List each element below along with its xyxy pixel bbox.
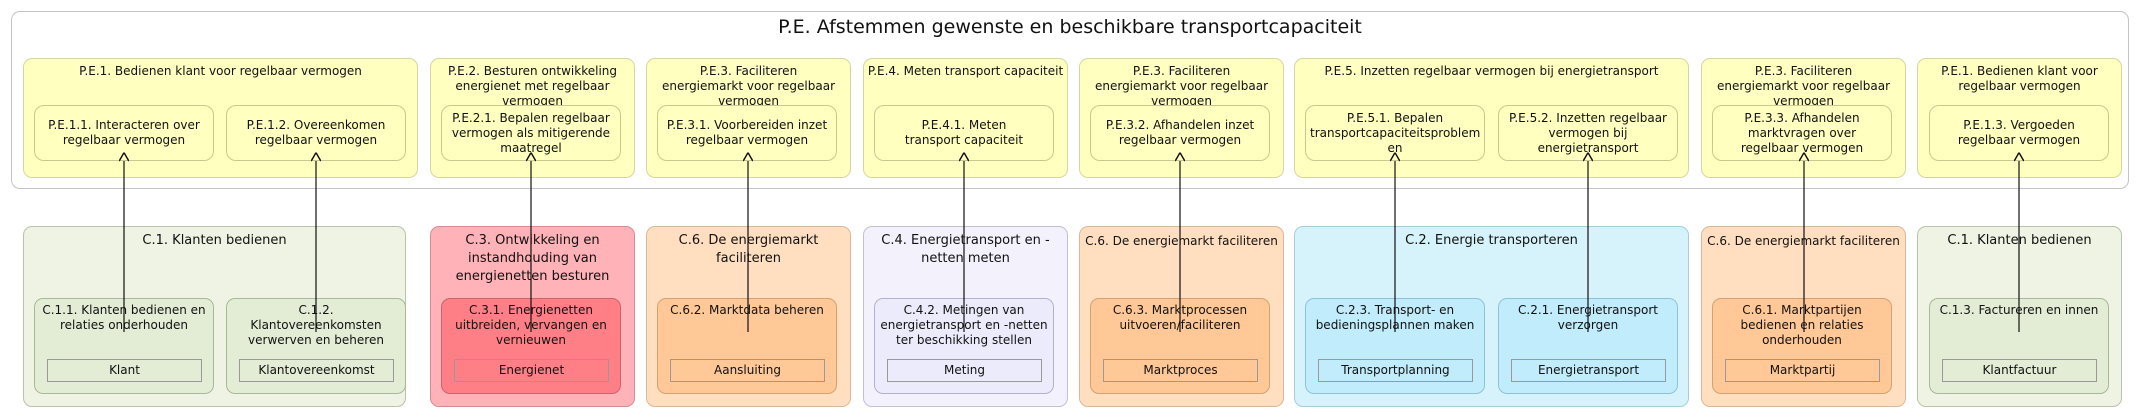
capability-label: C.2.3. Transport- en bedieningsplannen m…	[1315, 303, 1475, 332]
entity-aansluiting[interactable]: Aansluiting	[670, 359, 825, 382]
entity-transportplanning[interactable]: Transportplanning	[1318, 359, 1473, 382]
capability-label: C.1.1. Klanten bedienen en relaties onde…	[42, 303, 206, 332]
pe-group-label: P.E.2. Besturen ontwikkeling energienet …	[447, 64, 618, 108]
pe-process-label: P.E.5.1. Bepalen transportcapaciteitspro…	[1310, 111, 1481, 155]
entity-energienet[interactable]: Energienet	[454, 359, 609, 382]
entity-meting[interactable]: Meting	[887, 359, 1042, 382]
pe-group-label: P.E.4. Meten transport capaciteit	[867, 64, 1064, 78]
capability-c2-3[interactable]: C.2.3. Transport- en bedieningsplannen m…	[1305, 298, 1485, 394]
capability-c1-3[interactable]: C.1.3. Factureren en innen Klantfactuur	[1929, 298, 2109, 394]
pe-process-label: P.E.1.2. Overeenkomen regelbaar vermogen	[246, 118, 386, 147]
capability-group-label: C.3. Ontwikkeling en instandhouding van …	[455, 233, 610, 284]
capability-group-label: C.1. Klanten bedienen	[142, 233, 287, 248]
pe-group-label: P.E.3. Faciliteren energiemarkt voor reg…	[661, 64, 836, 108]
capability-label: C.6.1. Marktpartijen bedienen en relatie…	[1740, 303, 1864, 347]
pe-process-3-1[interactable]: P.E.3.1. Voorbereiden inzet regelbaar ve…	[657, 105, 837, 161]
pe-process-1-1[interactable]: P.E.1.1. Interacteren over regelbaar ver…	[34, 105, 214, 161]
pe-group-label: P.E.3. Faciliteren energiemarkt voor reg…	[1716, 64, 1891, 108]
capability-c6-2[interactable]: C.6.2. Marktdata beheren Aansluiting	[657, 298, 837, 394]
entity-marktpartij[interactable]: Marktpartij	[1725, 359, 1880, 382]
pe-process-1-2[interactable]: P.E.1.2. Overeenkomen regelbaar vermogen	[226, 105, 406, 161]
pe-process-1-3[interactable]: P.E.1.3. Vergoeden regelbaar vermogen	[1929, 105, 2109, 161]
capability-c3-1[interactable]: C.3.1. Energienetten uitbreiden, vervang…	[441, 298, 621, 394]
capability-group-label: C.6. De energiemarkt faciliteren	[1085, 234, 1278, 248]
capability-c4-2[interactable]: C.4.2. Metingen van energietransport en …	[874, 298, 1054, 394]
pe-process-label: P.E.3.1. Voorbereiden inzet regelbaar ve…	[666, 118, 828, 147]
capability-group-label: C.6. De energiemarkt faciliteren	[1707, 234, 1900, 248]
capability-label: C.3.1. Energienetten uitbreiden, vervang…	[455, 303, 607, 347]
capability-label: C.6.3. Marktprocessen uitvoeren/facilite…	[1112, 303, 1248, 332]
pe-process-4-1[interactable]: P.E.4.1. Meten transport capaciteit	[874, 105, 1054, 161]
capability-group-label: C.4. Energietransport en -netten meten	[881, 233, 1050, 266]
pe-process-label: P.E.1.3. Vergoeden regelbaar vermogen	[1957, 118, 2081, 147]
pe-process-label: P.E.2.1. Bepalen regelbaar vermogen als …	[451, 111, 611, 155]
capability-label: C.2.1. Energietransport verzorgen	[1518, 303, 1658, 332]
capability-label: C.1.2. Klantovereenkomsten verwerven en …	[248, 303, 384, 347]
entity-klantfactuur[interactable]: Klantfactuur	[1942, 359, 2097, 382]
capability-group-label: C.2. Energie transporteren	[1405, 233, 1578, 248]
capability-c1-1[interactable]: C.1.1. Klanten bedienen en relaties onde…	[34, 298, 214, 394]
entity-klantovereenkomst[interactable]: Klantovereenkomst	[239, 359, 394, 382]
capability-label: C.4.2. Metingen van energietransport en …	[880, 303, 1048, 347]
capability-c6-3[interactable]: C.6.3. Marktprocessen uitvoeren/facilite…	[1090, 298, 1270, 394]
pe-process-label: P.E.4.1. Meten transport capaciteit	[904, 118, 1024, 147]
pe-process-5-1[interactable]: P.E.5.1. Bepalen transportcapaciteitspro…	[1305, 105, 1485, 161]
entity-energietransport[interactable]: Energietransport	[1511, 359, 1666, 382]
pe-process-2-1[interactable]: P.E.2.1. Bepalen regelbaar vermogen als …	[441, 105, 621, 161]
pe-group-label: P.E.5. Inzetten regelbaar vermogen bij e…	[1324, 64, 1659, 78]
diagram-title: P.E. Afstemmen gewenste en beschikbare t…	[778, 16, 1362, 38]
pe-process-label: P.E.1.1. Interacteren over regelbaar ver…	[48, 118, 200, 147]
pe-process-3-2[interactable]: P.E.3.2. Afhandelen inzet regelbaar verm…	[1090, 105, 1270, 161]
pe-process-label: P.E.3.3. Afhandelen marktvragen over reg…	[1740, 111, 1864, 155]
pe-process-3-3[interactable]: P.E.3.3. Afhandelen marktvragen over reg…	[1712, 105, 1892, 161]
capability-c1-2[interactable]: C.1.2. Klantovereenkomsten verwerven en …	[226, 298, 406, 394]
capability-group-label: C.6. De energiemarkt faciliteren	[678, 233, 819, 266]
pe-group-label: P.E.1. Bedienen klant voor regelbaar ver…	[79, 64, 362, 78]
entity-klant[interactable]: Klant	[47, 359, 202, 382]
pe-group-label: P.E.1. Bedienen klant voor regelbaar ver…	[1941, 64, 2098, 93]
capability-label: C.1.3. Factureren en innen	[1939, 303, 2099, 317]
pe-process-label: P.E.3.2. Afhandelen inzet regelbaar verm…	[1105, 118, 1255, 147]
capability-c2-1[interactable]: C.2.1. Energietransport verzorgen Energi…	[1498, 298, 1678, 394]
pe-process-label: P.E.5.2. Inzetten regelbaar vermogen bij…	[1509, 111, 1667, 155]
entity-marktproces[interactable]: Marktproces	[1103, 359, 1258, 382]
capability-c6-1[interactable]: C.6.1. Marktpartijen bedienen en relatie…	[1712, 298, 1892, 394]
capability-group-label: C.1. Klanten bedienen	[1947, 233, 2092, 248]
pe-group-label: P.E.3. Faciliteren energiemarkt voor reg…	[1094, 64, 1269, 108]
capability-label: C.6.2. Marktdata beheren	[670, 303, 824, 317]
pe-process-5-2[interactable]: P.E.5.2. Inzetten regelbaar vermogen bij…	[1498, 105, 1678, 161]
